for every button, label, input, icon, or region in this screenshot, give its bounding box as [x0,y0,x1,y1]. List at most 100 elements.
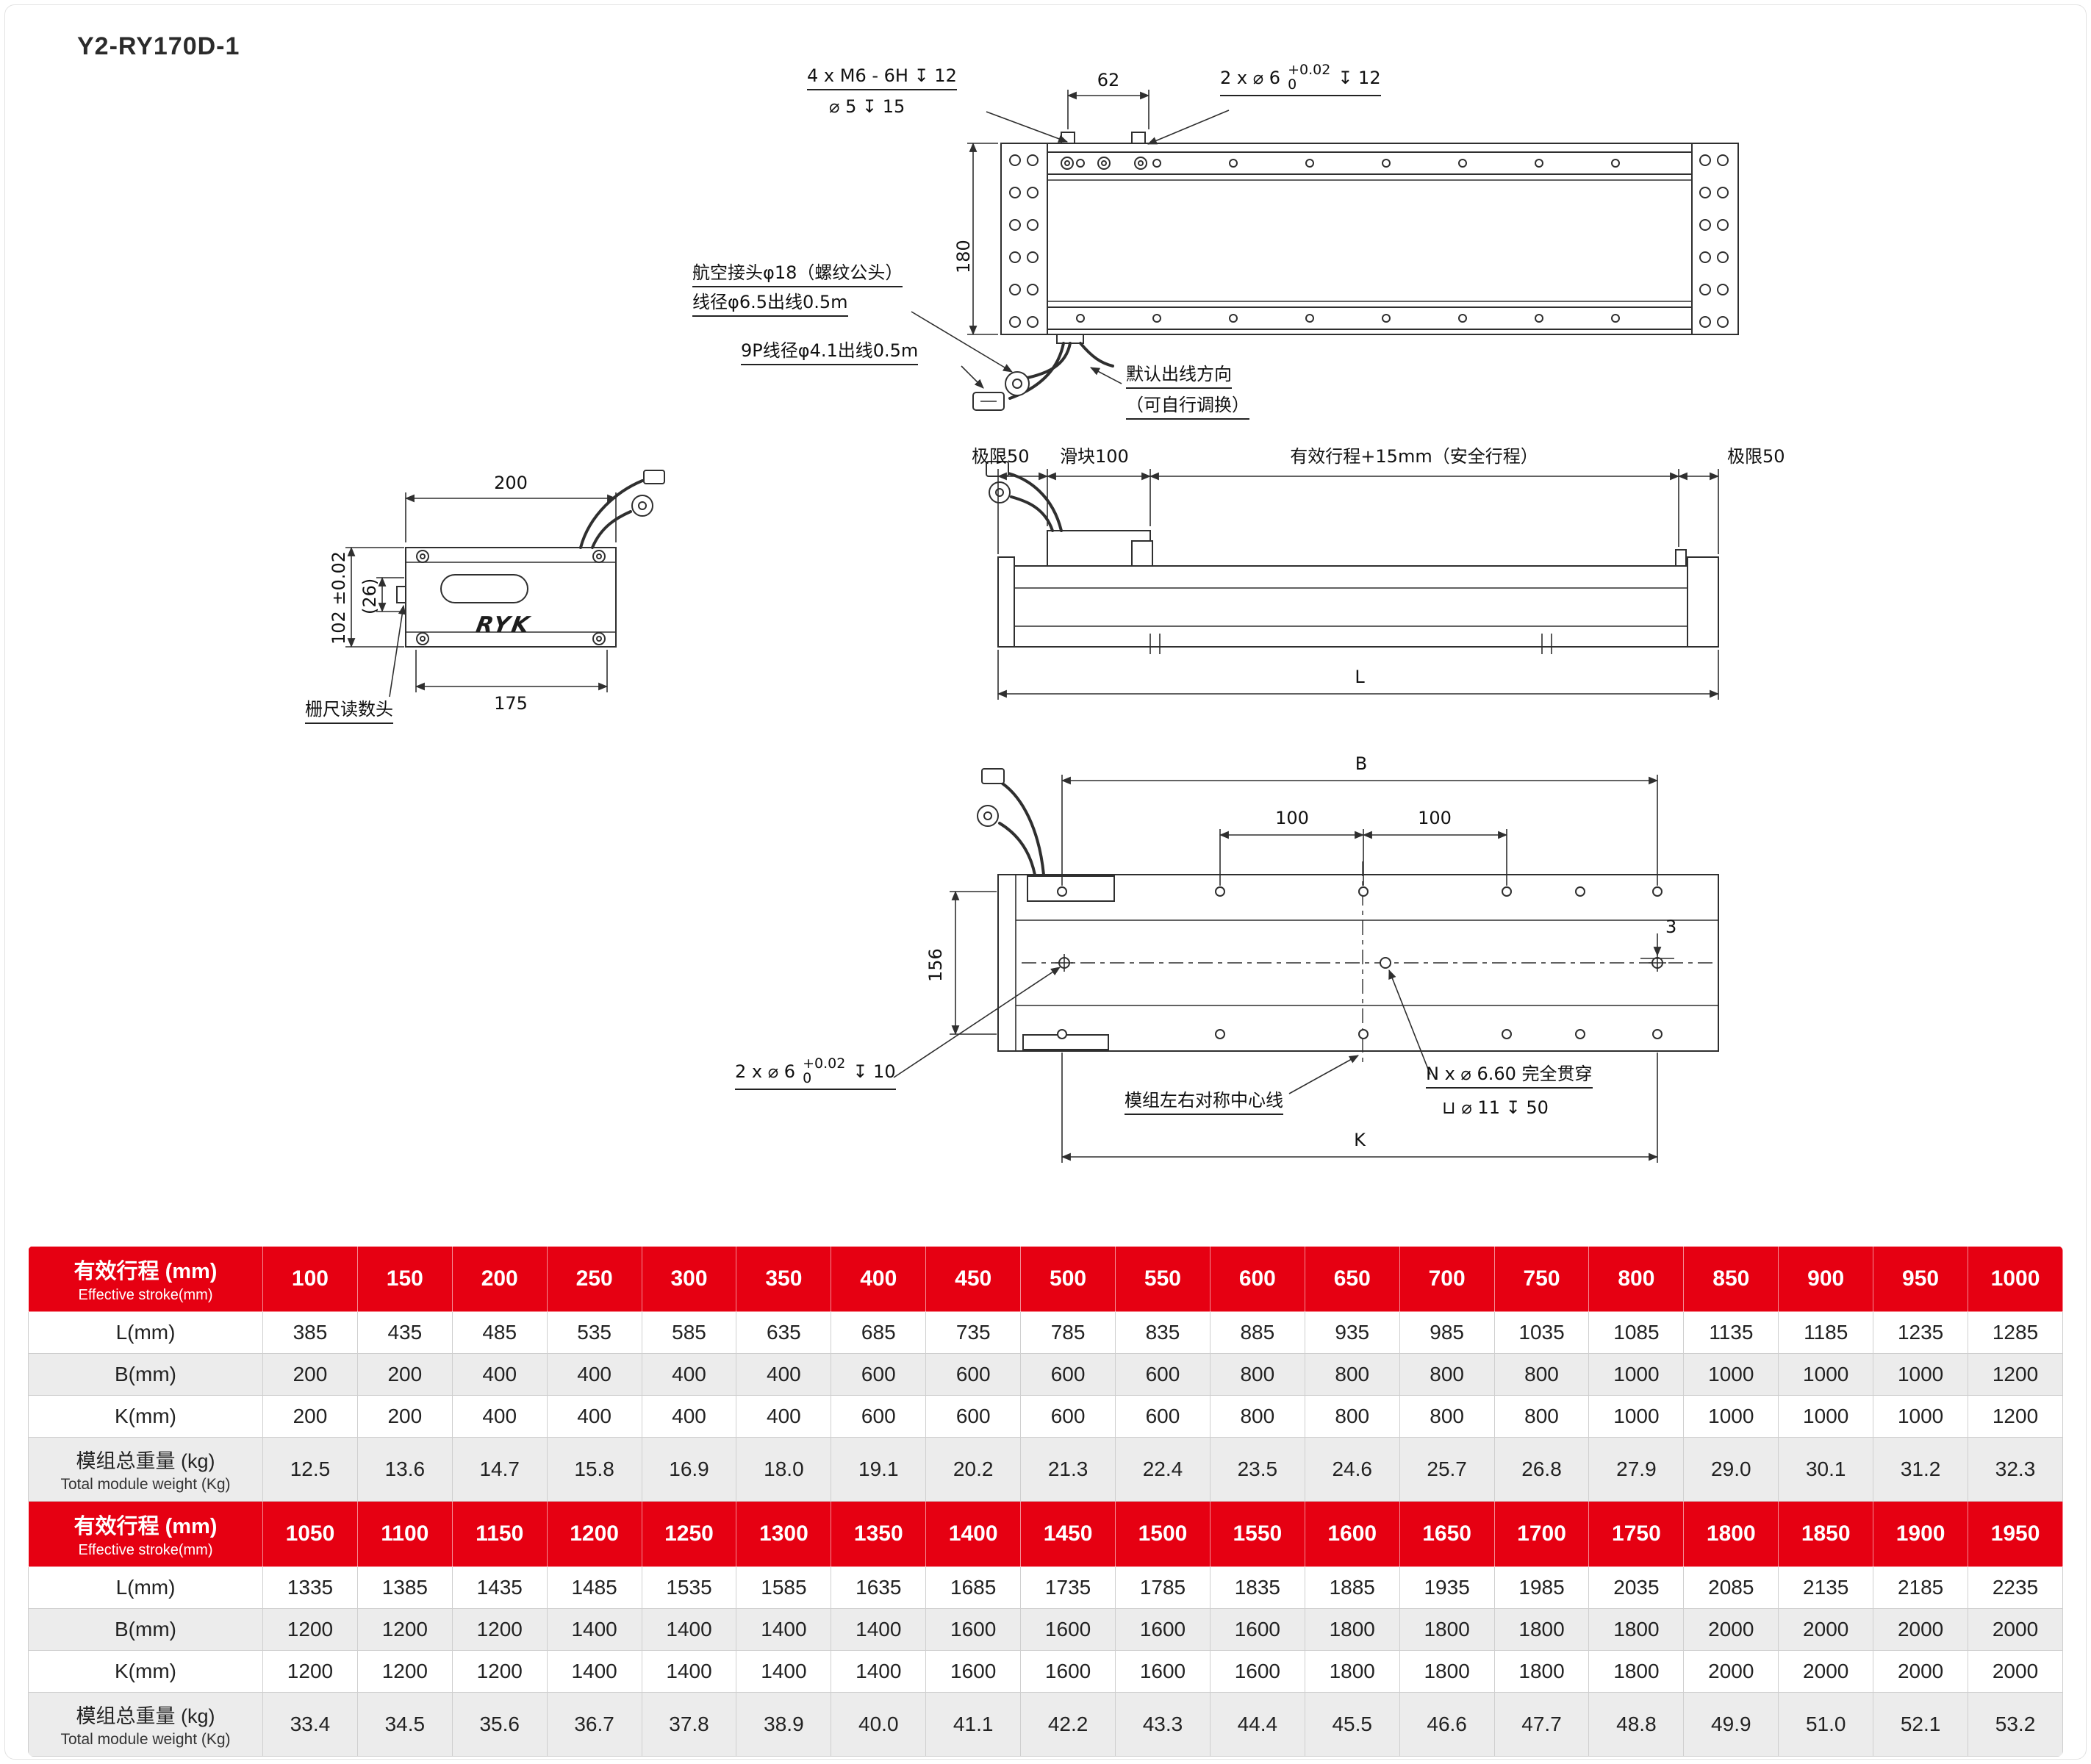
stroke-value-cell: 550 [1115,1246,1211,1312]
thread-note-line1: 4 x M6 - 6H ↧ 12 [807,65,957,90]
cable-9p-note: 9P线径φ4.1出线0.5m [741,340,919,365]
dowel-note-tolerance: +0.02 0 [1288,62,1330,93]
k-value-cell: 2000 [1873,1650,1969,1693]
stroke-value-cell: 200 [451,1246,548,1312]
stroke-value-cell: 850 [1683,1246,1779,1312]
weight-value-cell: 32.3 [1968,1437,2063,1502]
stroke-value-cell: 950 [1873,1246,1969,1312]
stroke-value-cell: 100 [262,1246,358,1312]
l-value-cell: 1685 [925,1566,1022,1609]
stroke-value-cell: 1550 [1209,1501,1305,1567]
l-value-cell: 1035 [1493,1311,1590,1354]
l-value-cell: 1185 [1778,1311,1874,1354]
l-value-cell: 1535 [641,1566,737,1609]
k-value-cell: 1400 [546,1650,642,1693]
k-value-cell: 800 [1209,1395,1305,1438]
l-value-cell: 435 [356,1311,453,1354]
dim-K: K [1354,1130,1366,1150]
l-value-cell: 1135 [1683,1311,1779,1354]
b-value-cell: 800 [1209,1353,1305,1396]
b-value-cell: 1000 [1778,1353,1874,1396]
stroke-value-cell: 1050 [262,1501,358,1567]
k-value-cell: 1400 [641,1650,737,1693]
bottom-view-drawing [893,768,1719,1163]
b-label: B(mm) [28,1608,263,1651]
stroke-value-cell: 1350 [831,1501,927,1567]
k-value-cell: 1000 [1873,1395,1969,1438]
weight-label-zh: 模组总重量 (kg) [76,1705,215,1727]
k-label: K(mm) [28,1650,263,1693]
b-value-cell: 1400 [736,1608,832,1651]
stroke-value-cell: 1850 [1778,1501,1874,1567]
weight-value-cell: 19.1 [831,1437,927,1502]
stroke-header-label: 有效行程 (mm)Effective stroke(mm) [28,1501,263,1567]
b-value-cell: 1600 [1020,1608,1116,1651]
stroke-value-cell: 1750 [1588,1501,1685,1567]
outlet-note-line2: （可自行调换） [1126,394,1249,420]
k-value-cell: 1200 [1968,1395,2063,1438]
k-value-cell: 400 [641,1395,737,1438]
l-value-cell: 785 [1020,1311,1116,1354]
k-value-cell: 800 [1399,1395,1495,1438]
k-value-cell: 1200 [262,1650,358,1693]
technical-drawing-canvas [345,90,1739,1163]
b-value-cell: 600 [1020,1353,1116,1396]
l-value-cell: 685 [831,1311,927,1354]
weight-value-cell: 31.2 [1873,1437,1969,1502]
weight-value-cell: 30.1 [1778,1437,1874,1502]
weight-value-cell: 43.3 [1115,1692,1211,1757]
stroke-value-cell: 400 [831,1246,927,1312]
weight-value-cell: 42.2 [1020,1692,1116,1757]
weight-value-cell: 36.7 [546,1692,642,1757]
l-value-cell: 1935 [1399,1566,1495,1609]
k-value-cell: 600 [831,1395,927,1438]
k-value-cell: 1000 [1588,1395,1685,1438]
b-value-cell: 400 [451,1353,548,1396]
stroke-label-en: Effective stroke(mm) [78,1542,213,1558]
dowel-note-depth: ↧ 12 [1338,67,1381,88]
k-value-cell: 2000 [1968,1650,2063,1693]
b-label: B(mm) [28,1353,263,1396]
weight-value-cell: 12.5 [262,1437,358,1502]
dim-62: 62 [1097,70,1120,90]
weight-value-cell: 15.8 [546,1437,642,1502]
stroke-value-cell: 1700 [1493,1501,1590,1567]
k-value-cell: 1800 [1493,1650,1590,1693]
k-value-cell: 600 [1115,1395,1211,1438]
weight-value-cell: 13.6 [356,1437,453,1502]
l-value-cell: 585 [641,1311,737,1354]
stroke-value-cell: 1150 [451,1501,548,1567]
b-value-cell: 1200 [1968,1353,2063,1396]
weight-value-cell: 46.6 [1399,1692,1495,1757]
b-value-cell: 600 [925,1353,1022,1396]
l-value-cell: 2185 [1873,1566,1969,1609]
b-value-cell: 600 [1115,1353,1211,1396]
stroke-label-en: Effective stroke(mm) [78,1287,213,1303]
top-view-drawing [911,90,1739,411]
stroke-value-cell: 1650 [1399,1501,1495,1567]
stroke-note-label: 有效行程+15mm（安全行程） [1290,446,1538,467]
brand-logo: RYK [473,612,534,638]
weight-value-cell: 47.7 [1493,1692,1590,1757]
reader-note: 栅尺读数头 [305,698,393,724]
weight-value-cell: 26.8 [1493,1437,1590,1502]
dowel-note-bottom: 2 x ⌀ 6 +0.02 0 ↧ 10 [735,1055,896,1090]
k-value-cell: 1600 [1209,1650,1305,1693]
k-value-cell: 1200 [451,1650,548,1693]
b-value-cell: 1800 [1304,1608,1400,1651]
weight-value-cell: 34.5 [356,1692,453,1757]
b-value-cell: 400 [641,1353,737,1396]
b-value-cell: 1400 [546,1608,642,1651]
k-value-cell: 1600 [1020,1650,1116,1693]
b-value-cell: 200 [262,1353,358,1396]
dowel-note-tol-upper: +0.02 [803,1055,846,1072]
weight-value-cell: 45.5 [1304,1692,1400,1757]
b-value-cell: 2000 [1683,1608,1779,1651]
stroke-value-cell: 1250 [641,1501,737,1567]
weight-label-en: Total module weight (Kg) [60,1731,231,1748]
weight-value-cell: 29.0 [1683,1437,1779,1502]
weight-value-cell: 40.0 [831,1692,927,1757]
